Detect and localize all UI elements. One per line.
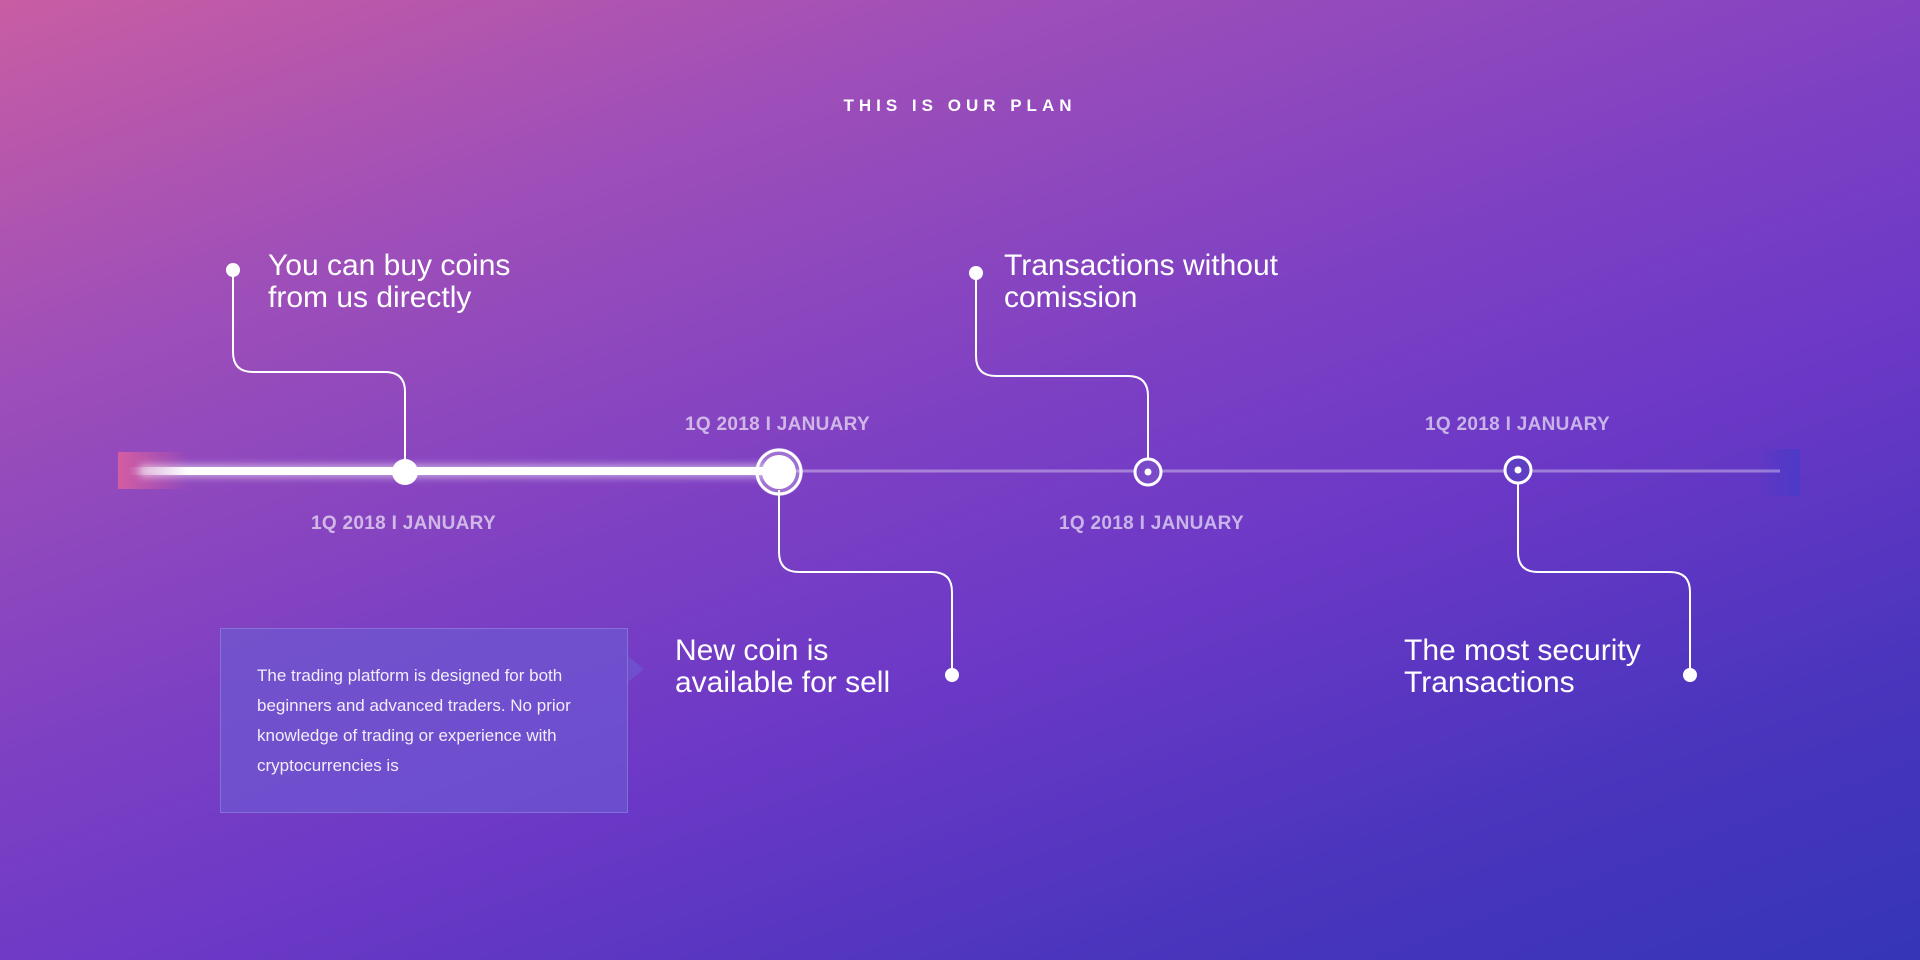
milestone-marker-4[interactable] bbox=[1503, 455, 1533, 485]
milestone-title-1-line-1: You can buy coins bbox=[268, 249, 511, 282]
milestone-title-2-line-2: available for sell bbox=[675, 666, 891, 699]
connector-line-2 bbox=[778, 490, 953, 675]
info-card: The trading platform is designed for bot… bbox=[220, 628, 628, 813]
milestone-marker-2[interactable] bbox=[755, 448, 803, 496]
milestone-date-1: 1Q 2018 I JANUARY bbox=[311, 513, 496, 534]
milestone-title-2: New coin is available for sell bbox=[675, 635, 890, 699]
page-title: THIS IS OUR PLAN bbox=[843, 96, 1077, 115]
connector-endpoint-4 bbox=[1683, 668, 1697, 682]
timeline-end-cap bbox=[1755, 449, 1800, 496]
milestone-title-1-line-2: from us directly bbox=[268, 281, 472, 314]
milestone-date-2: 1Q 2018 I JANUARY bbox=[685, 414, 870, 435]
milestone-marker-1[interactable] bbox=[392, 459, 418, 485]
milestone-date-4: 1Q 2018 I JANUARY bbox=[1425, 414, 1610, 435]
info-card-text: The trading platform is designed for bot… bbox=[257, 666, 571, 775]
milestone-title-1: You can buy coins from us directly bbox=[268, 250, 510, 314]
milestone-title-4: The most security Transactions bbox=[1404, 635, 1641, 699]
milestone-date-3: 1Q 2018 I JANUARY bbox=[1059, 513, 1244, 534]
milestone-title-3-line-1: Transactions without bbox=[1004, 249, 1279, 282]
info-card-pointer bbox=[628, 656, 644, 682]
connector-endpoint-1 bbox=[226, 263, 240, 277]
milestone-title-3-line-2: comission bbox=[1004, 281, 1138, 314]
connector-line-3 bbox=[975, 273, 1149, 460]
connector-line-4 bbox=[1517, 480, 1691, 675]
milestone-title-2-line-1: New coin is bbox=[675, 634, 829, 667]
milestone-marker-3[interactable] bbox=[1133, 457, 1163, 487]
milestone-title-3: Transactions without comission bbox=[1004, 250, 1278, 314]
milestone-title-4-line-1: The most security bbox=[1404, 634, 1641, 667]
connector-endpoint-3 bbox=[969, 266, 983, 280]
connector-line-1 bbox=[232, 270, 406, 471]
connector-endpoint-2 bbox=[945, 668, 959, 682]
milestone-title-4-line-2: Transactions bbox=[1404, 666, 1575, 699]
timeline-progress-fade bbox=[128, 467, 188, 475]
timeline-progress-bar bbox=[188, 467, 780, 475]
